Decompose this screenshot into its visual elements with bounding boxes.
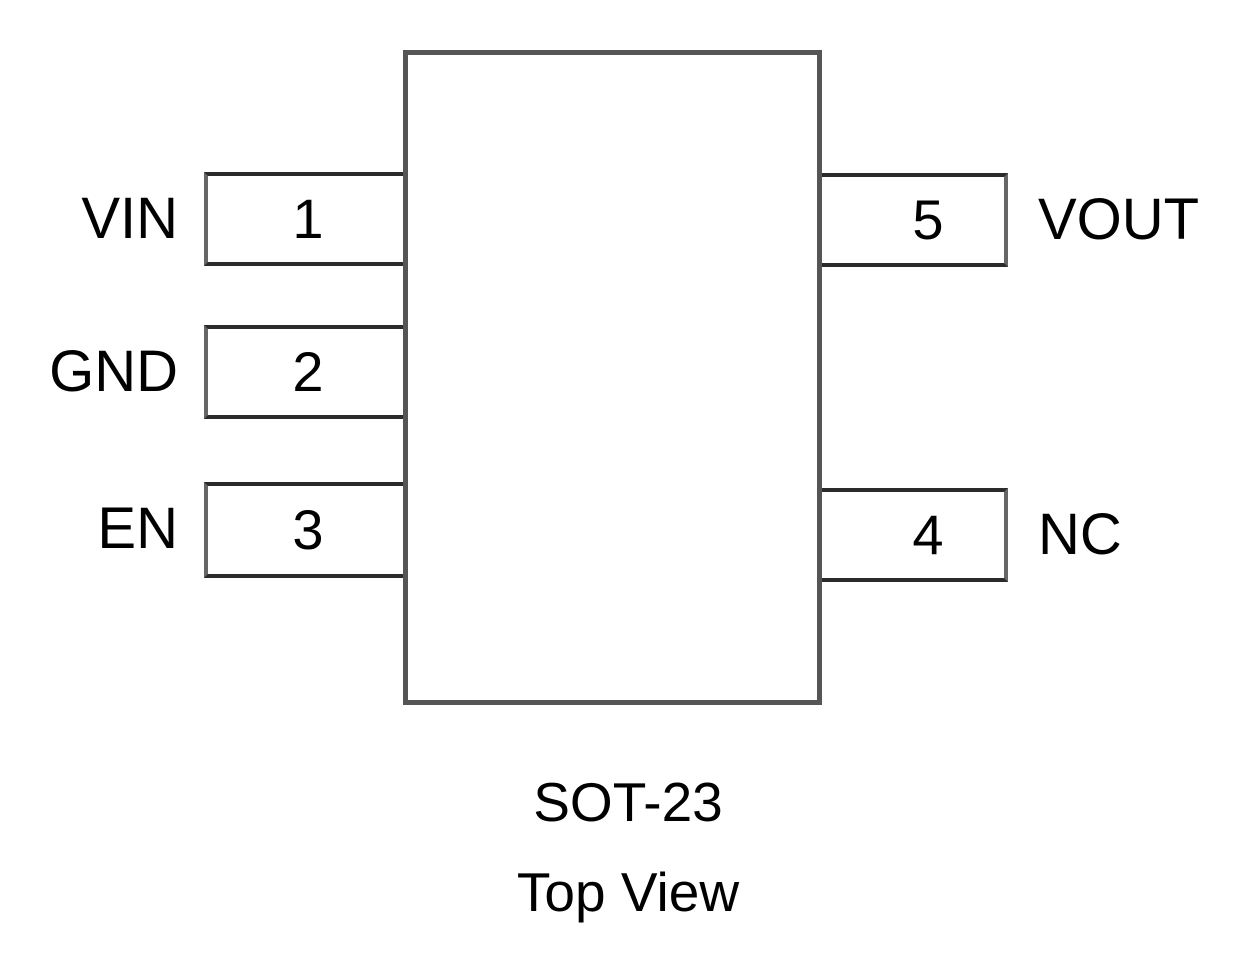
pin-label-gnd: GND [49, 339, 178, 404]
pin-number-3: 3 [292, 498, 324, 561]
ic-body-outline [403, 50, 822, 705]
pin-number-1: 1 [292, 187, 324, 250]
pin-number-4: 4 [912, 503, 944, 566]
pin-label-vout: VOUT [1038, 187, 1200, 252]
view-orientation-caption: Top View [516, 861, 740, 923]
pin-number-2: 2 [292, 340, 324, 403]
pin-box-5: 5 [818, 173, 1008, 267]
package-name-caption: SOT-23 [533, 771, 723, 833]
pin-box-3: 3 [204, 482, 407, 578]
pin-label-vin: VIN [81, 186, 178, 251]
pin-label-en: EN [97, 496, 178, 561]
pin-box-4: 4 [818, 488, 1008, 582]
pin-number-5: 5 [912, 188, 944, 251]
pin-label-nc: NC [1038, 502, 1122, 567]
pin-box-2: 2 [204, 325, 407, 419]
pin-box-1: 1 [204, 172, 407, 266]
